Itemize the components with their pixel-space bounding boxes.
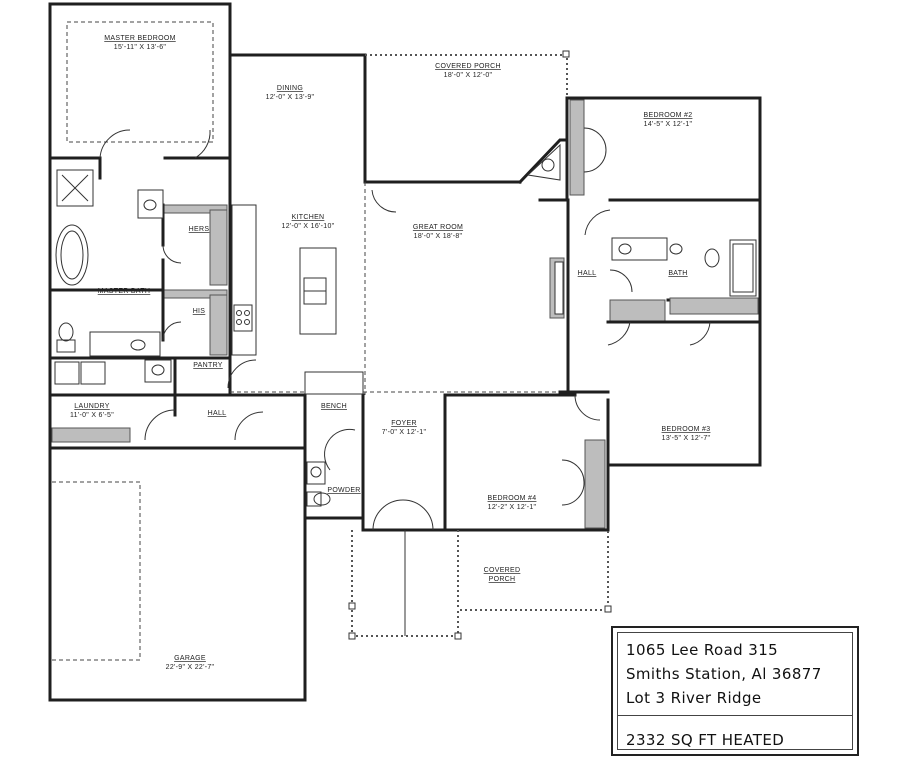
interior-walls xyxy=(48,53,762,529)
bedroom-4-size: 12'-2" X 12'-1" xyxy=(488,504,537,511)
bedroom-3-label: BEDROOM #3 xyxy=(662,426,711,433)
laundry-label: LAUNDRY xyxy=(74,403,109,410)
address-info-inner: 1065 Lee Road 315 Smiths Station, Al 368… xyxy=(617,632,853,750)
dining-label: DINING xyxy=(277,85,303,92)
square-footage: 2332 SQ FT HEATED xyxy=(626,731,785,749)
doors xyxy=(99,127,711,531)
hall-left-label: HALL xyxy=(208,410,227,417)
foyer-label: FOYER xyxy=(391,420,417,427)
kitchen-label: KITCHEN xyxy=(292,214,325,221)
bath-label: BATH xyxy=(668,270,687,277)
covered-porch-front-label-2: PORCH xyxy=(489,576,516,583)
covered-porch-rear-label: COVERED PORCH xyxy=(435,63,501,70)
info-divider xyxy=(618,715,852,716)
bedroom-4-label: BEDROOM #4 xyxy=(488,495,537,502)
great-room-label: GREAT ROOM xyxy=(413,224,463,231)
hers-closet-label: HERS xyxy=(189,226,210,233)
master-bath-label: MASTER BATH xyxy=(98,288,151,295)
bench-label: BENCH xyxy=(321,403,347,410)
address-line-1: 1065 Lee Road 315 xyxy=(626,641,779,659)
address-line-3: Lot 3 River Ridge xyxy=(626,689,762,707)
bedroom-2-size: 14'-5" X 12'-1" xyxy=(644,121,693,128)
dining-size: 12'-0" X 13'-9" xyxy=(266,94,315,101)
pantry-label: PANTRY xyxy=(193,362,223,369)
kitchen-size: 12'-0" X 16'-10" xyxy=(282,223,335,230)
foyer-size: 7'-0" X 12'-1" xyxy=(382,429,427,436)
bedroom-3-size: 13'-5" X 12'-7" xyxy=(662,435,711,442)
address-info-box: 1065 Lee Road 315 Smiths Station, Al 368… xyxy=(611,626,859,756)
master-bedroom-label: MASTER BEDROOM xyxy=(104,35,175,42)
exterior-walls xyxy=(48,2,762,702)
address-line-2: Smiths Station, Al 36877 xyxy=(626,665,822,683)
porches xyxy=(52,50,612,661)
powder-label: POWDER xyxy=(327,487,360,494)
bedroom-2-label: BEDROOM #2 xyxy=(644,112,693,119)
master-bedroom-size: 15'-11" X 13'-6" xyxy=(114,44,167,51)
fixtures xyxy=(54,21,757,507)
covered-porch-front-label-1: COVERED xyxy=(484,567,521,574)
garage-label: GARAGE xyxy=(174,655,206,662)
great-room-size: 18'-0" X 18'-8" xyxy=(414,233,463,240)
room-labels: MASTER BEDROOM 15'-11" X 13'-6" DINING 1… xyxy=(70,35,711,671)
hall-right-label: HALL xyxy=(578,270,597,277)
laundry-size: 11'-0" X 6'-5" xyxy=(70,412,114,419)
covered-porch-rear-size: 18'-0" X 12'-0" xyxy=(444,72,493,79)
his-closet-label: HIS xyxy=(193,308,206,315)
garage-size: 22'-9" X 22'-7" xyxy=(166,664,215,671)
